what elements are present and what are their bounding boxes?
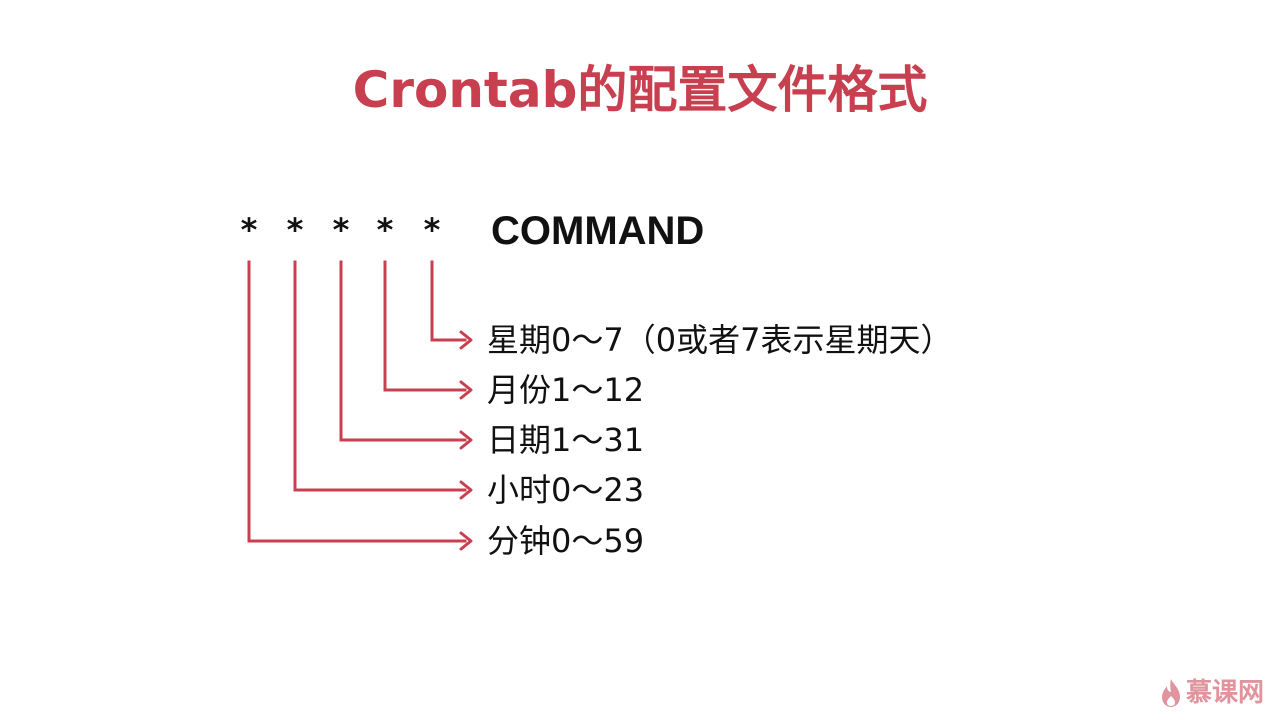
arrowhead-month <box>459 380 473 400</box>
arrowhead-day <box>459 430 473 450</box>
star-minute: * <box>240 211 258 249</box>
connector-hour <box>293 260 467 492</box>
arrowhead-hour <box>459 480 473 500</box>
connector-day <box>339 260 467 442</box>
command-label: COMMAND <box>491 209 705 253</box>
flame-icon <box>1161 679 1180 707</box>
field-label-weekday: 星期0～7（0或者7表示星期天） <box>487 321 953 359</box>
field-label-minute: 分钟0～59 <box>487 522 645 560</box>
field-label-hour: 小时0～23 <box>487 471 645 509</box>
star-hour: * <box>286 211 304 249</box>
field-label-day: 日期1～31 <box>487 421 645 459</box>
watermark-logo: 慕课网 <box>1160 678 1264 708</box>
connector-weekday <box>430 260 467 342</box>
star-month: * <box>376 211 394 249</box>
field-label-month: 月份1～12 <box>487 371 645 409</box>
connector-minute <box>247 260 467 543</box>
connector-month <box>383 260 467 392</box>
star-weekday: * <box>423 211 441 249</box>
arrowhead-minute <box>459 531 473 551</box>
watermark-text: 慕课网 <box>1185 678 1264 708</box>
arrowhead-weekday <box>459 330 473 350</box>
star-day: * <box>332 211 350 249</box>
page-title: Crontab的配置文件格式 <box>352 61 928 119</box>
